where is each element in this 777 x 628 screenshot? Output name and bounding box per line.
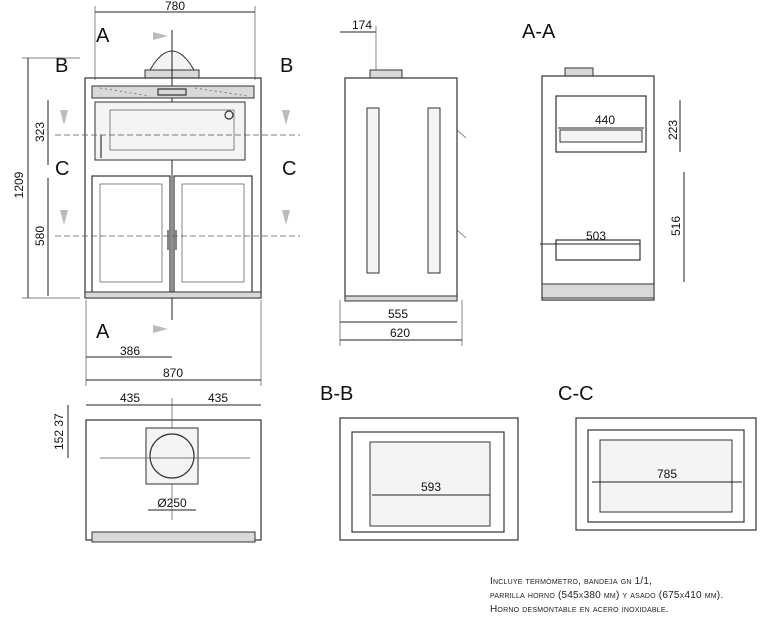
- section-aa-oven-depth-label: 440: [595, 113, 615, 127]
- section-cc-title: C-C: [558, 383, 594, 405]
- section-aa: A-A 440 223 503 516: [522, 21, 685, 301]
- flue-circle: [149, 433, 195, 479]
- side-depth-inner-label: 555: [388, 307, 408, 321]
- side-flue-width-label: 174: [352, 18, 372, 32]
- section-aa-lower-height-label: 516: [669, 216, 683, 236]
- top-half-right-label: 435: [208, 391, 228, 405]
- front-cabinet-height-label: 580: [33, 226, 47, 246]
- section-aa-title: A-A: [522, 21, 556, 43]
- front-width-bottom-label: 870: [163, 366, 183, 380]
- section-bb: B-B 593: [320, 383, 519, 541]
- section-mark-c-right: C: [282, 158, 296, 180]
- section-cc-width-label: 785: [657, 467, 677, 481]
- section-aa-oven-height-label: 223: [666, 120, 680, 140]
- section-bb-title: B-B: [320, 383, 353, 405]
- section-aa-lower-depth-label: 503: [586, 229, 606, 243]
- section-mark-c-left: C: [55, 158, 69, 180]
- footnote-line-2: parrilla horno (545x380 mm) y asado (675…: [490, 590, 724, 601]
- side-depth-total-label: 620: [390, 326, 410, 340]
- front-view: 780 A A B B C C: [12, 0, 300, 386]
- top-offset-b-label: 37: [52, 413, 66, 427]
- section-mark-a-bottom: A: [96, 321, 110, 343]
- top-half-left-label: 435: [120, 391, 140, 405]
- footnote: Incluye termómetro, bandeja gn 1/1, parr…: [490, 575, 775, 617]
- front-oven-height-label: 323: [33, 122, 47, 142]
- section-cc: C-C 785: [558, 383, 757, 531]
- side-view: 174 555 620: [339, 18, 467, 346]
- footnote-line-3: Horno desmontable en acero inoxidable.: [490, 604, 669, 615]
- front-width-top-label: 780: [165, 0, 185, 13]
- section-mark-b-right: B: [280, 55, 293, 77]
- top-offset-a-label: 152: [52, 430, 66, 450]
- footnote-line-1: Incluye termómetro, bandeja gn 1/1,: [490, 576, 653, 587]
- top-view: 435 435 152 37 Ø250: [52, 391, 262, 543]
- vent-slots: [99, 87, 249, 97]
- section-bb-width-label: 593: [421, 480, 441, 494]
- section-mark-b-left: B: [55, 55, 68, 77]
- front-height-total-label: 1209: [12, 171, 26, 198]
- section-mark-a-top: A: [96, 25, 110, 47]
- front-offset-label: 386: [120, 344, 140, 358]
- thermometer-icon: [224, 110, 234, 120]
- top-flue-diameter-label: Ø250: [157, 496, 187, 510]
